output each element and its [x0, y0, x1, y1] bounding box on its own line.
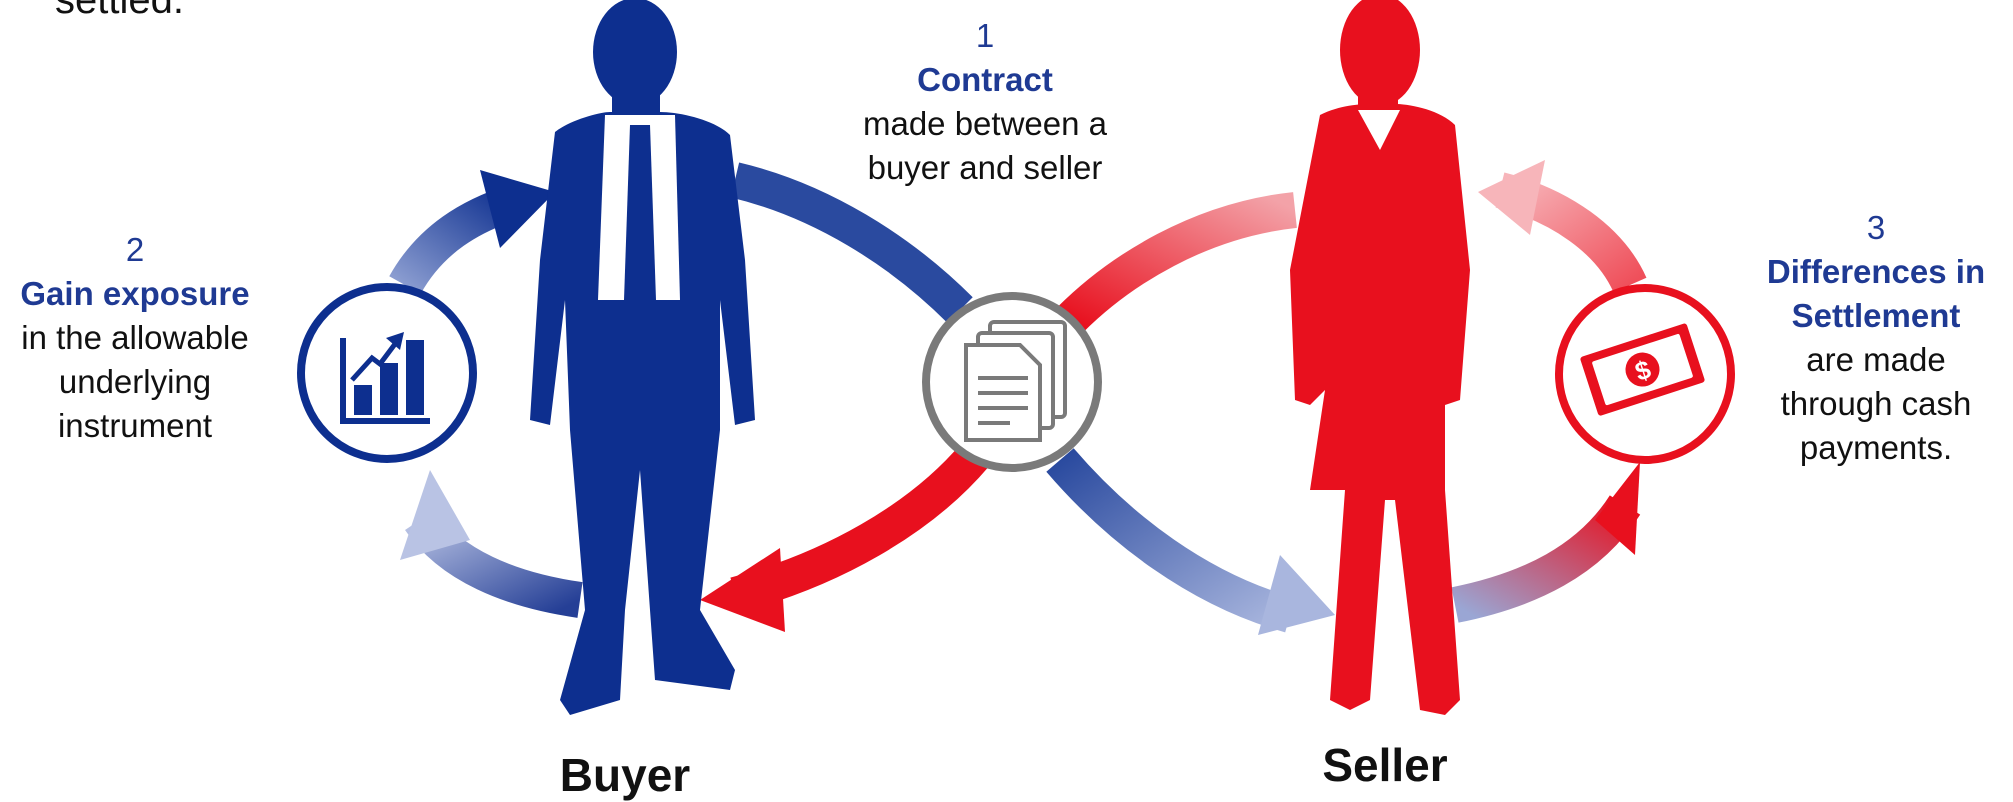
step-1-label: 1 Contract made between a buyer and sell… [820, 14, 1150, 190]
arrow-right-lower-head [1595, 462, 1640, 555]
arrow-center-blue-bottom [1046, 448, 1295, 633]
step-3-body-line-3: payments. [1799, 429, 1953, 466]
step-1-number: 1 [975, 17, 995, 54]
step-2-title: Gain exposure [20, 275, 250, 312]
arrow-center-blue-head [1258, 555, 1335, 635]
seller-label: Seller [1322, 739, 1448, 791]
buyer-shirt [598, 115, 680, 300]
step-2-number: 2 [125, 231, 145, 268]
buyer-label: Buyer [559, 749, 691, 801]
documents-icon [922, 292, 1102, 472]
step-2-label: 2 Gain exposure in the allowable underly… [0, 228, 270, 448]
buyer-silhouette [530, 0, 755, 715]
arrow-left-upper-head [480, 170, 555, 248]
intro-fragment: settled. [55, 0, 184, 22]
step-3-body-line-1: are made [1806, 341, 1946, 378]
cash-note-icon: $ [1555, 284, 1735, 464]
step-3-title-line-2: Settlement [1791, 297, 1961, 334]
flow-arrows [389, 160, 1647, 635]
step-3-title-line-1: Differences in [1766, 253, 1986, 290]
arrow-center-red-top [1057, 192, 1298, 333]
seller-silhouette [1290, 0, 1470, 715]
seller-collar [1358, 110, 1400, 150]
arrow-right-upper-head [1478, 160, 1545, 235]
step-3-body-line-2: through cash [1780, 385, 1972, 422]
arrow-left-lower-head [400, 470, 470, 560]
step-2-body-line-3: instrument [57, 407, 213, 444]
step-1-body-line-1: made between a [862, 105, 1107, 142]
step-2-body-line-2: underlying [58, 363, 212, 400]
step-1-title: Contract [917, 61, 1053, 98]
arrow-center-blue-top [730, 162, 973, 323]
step-3-number: 3 [1866, 209, 1886, 246]
step-2-body-line-1: in the allowable [21, 319, 249, 356]
bar-chart-growth-icon [297, 283, 477, 463]
step-3-label: 3 Differences in Settlement are made thr… [1745, 206, 2007, 470]
step-1-body-line-2: buyer and seller [867, 149, 1103, 186]
arrow-center-red-head [700, 548, 785, 632]
